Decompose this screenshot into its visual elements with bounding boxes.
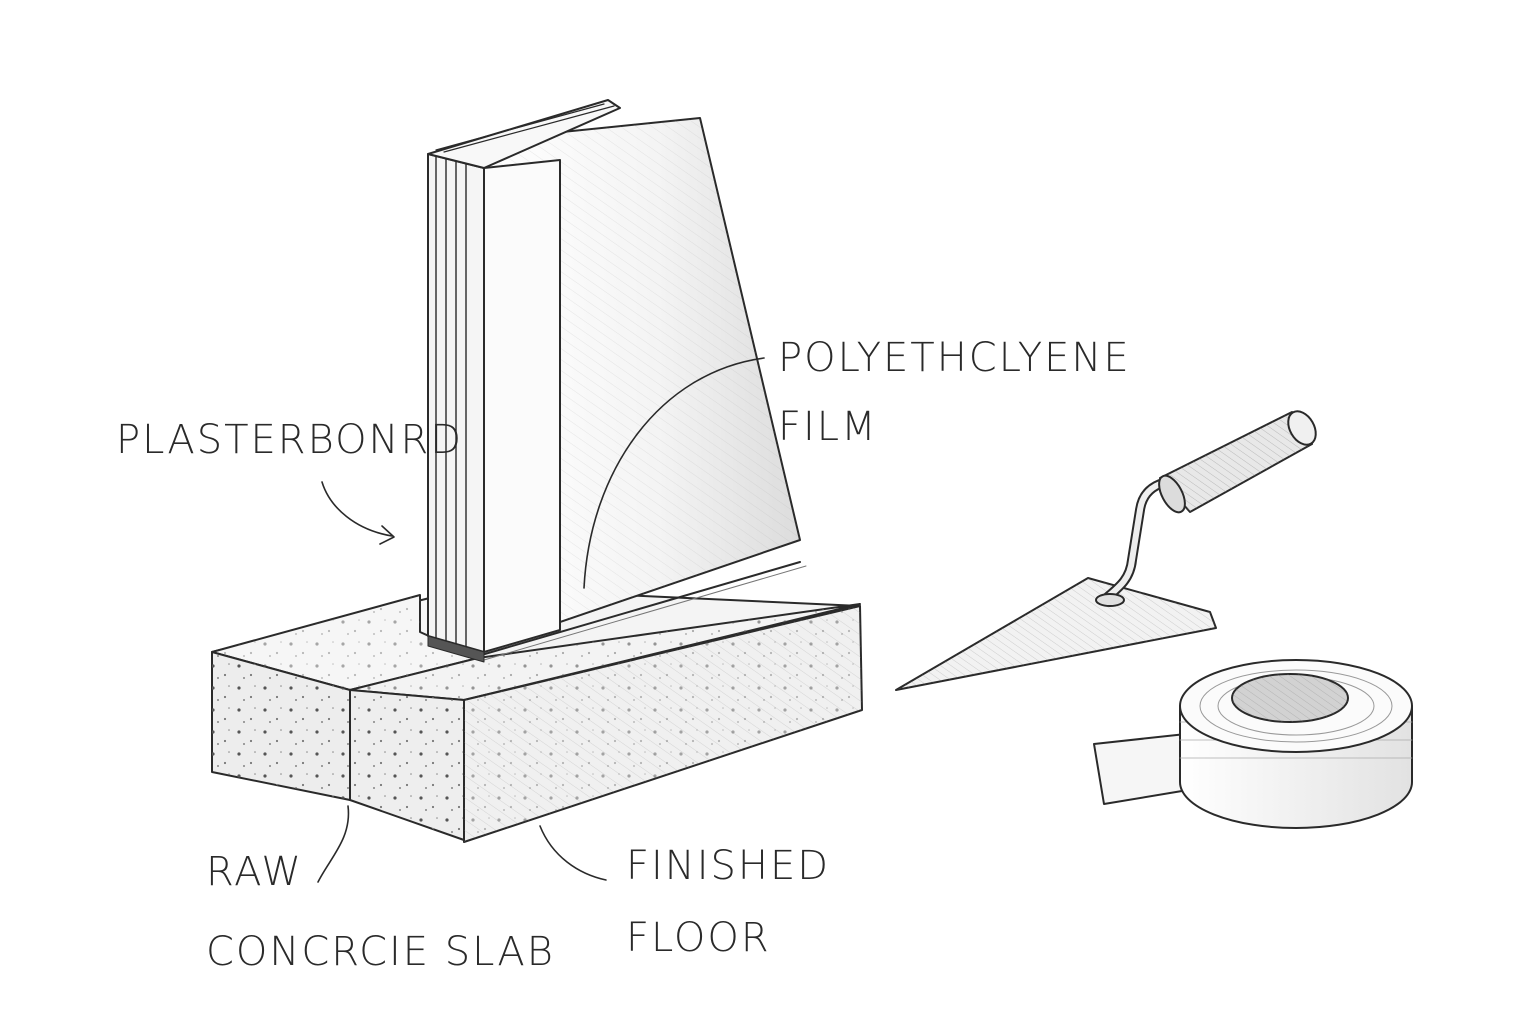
raw-concrete-slab-label: RAW CONCRCIE SLAB bbox=[206, 852, 555, 972]
polyethylene-text-line2: FILM bbox=[778, 407, 1131, 447]
polyethylene-text-line1: POLYETHCLYENE bbox=[778, 338, 1131, 378]
finished-floor-text-line2: FLOOR bbox=[626, 918, 830, 958]
finished-floor-text-line1: FINISHED bbox=[626, 846, 830, 886]
board-front bbox=[484, 160, 560, 652]
plasterboard-label: PLASTERBONRD bbox=[116, 420, 463, 460]
tape-roll-icon bbox=[1094, 660, 1412, 828]
trowel-icon bbox=[896, 406, 1321, 690]
plasterboard-arrow bbox=[322, 482, 392, 536]
polyethylene-film-label: POLYETHCLYENE FILM bbox=[778, 338, 1131, 447]
raw-slab-text-line2: CONCRCIE SLAB bbox=[206, 932, 555, 972]
plasterboard-text: PLASTERBONRD bbox=[116, 420, 463, 460]
raw-slab-text-line1: RAW bbox=[206, 852, 555, 892]
finished-floor-label: FINISHED FLOOR bbox=[626, 846, 830, 958]
